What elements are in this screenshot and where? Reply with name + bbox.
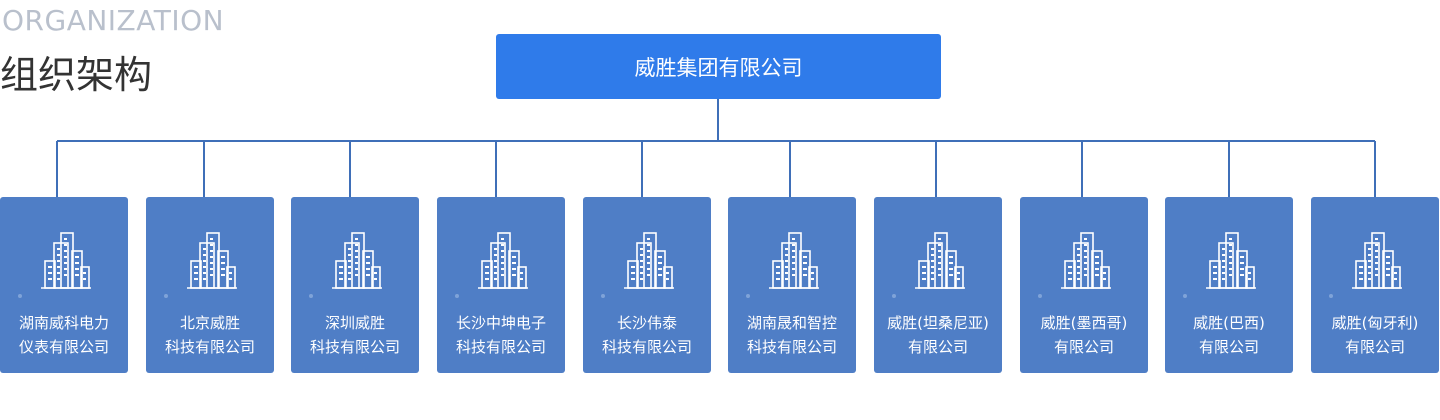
child-node-label: 深圳威胜科技有限公司 <box>291 311 419 359</box>
building-icon <box>1059 231 1113 291</box>
child-node-label-line1: 长沙伟泰 <box>616 314 677 332</box>
child-node-label: 湖南晟和智控科技有限公司 <box>728 311 856 359</box>
root-node[interactable]: 威胜集团有限公司 <box>496 34 941 99</box>
child-node[interactable]: 深圳威胜科技有限公司 <box>291 197 419 373</box>
decor-dot <box>601 294 605 298</box>
building-icon <box>476 231 530 291</box>
child-node[interactable]: 湖南晟和智控科技有限公司 <box>728 197 856 373</box>
child-node[interactable]: 湖南威科电力仪表有限公司 <box>0 197 128 373</box>
child-node-label: 湖南威科电力仪表有限公司 <box>0 311 128 359</box>
child-node[interactable]: 北京威胜科技有限公司 <box>146 197 274 373</box>
child-node-label: 威胜(匈牙利) 有限公司 <box>1311 311 1439 359</box>
building-icon <box>39 231 93 291</box>
child-node-label-line2: 科技有限公司 <box>164 338 255 356</box>
child-node-label-line1: 威胜(坦桑尼亚) <box>887 314 989 332</box>
child-node-label: 长沙中坤电子科技有限公司 <box>437 311 565 359</box>
child-node-label-line2: 科技有限公司 <box>309 338 400 356</box>
child-node-label-line2: 有限公司 <box>907 338 968 356</box>
child-node-label-line2: 仪表有限公司 <box>18 338 109 356</box>
decor-dot <box>164 294 168 298</box>
page-title: 组织架构 <box>0 53 153 97</box>
child-node-label-line1: 威胜(巴西) <box>1193 314 1265 332</box>
building-icon <box>767 231 821 291</box>
child-node-label-line2: 科技有限公司 <box>601 338 692 356</box>
child-node-label-line1: 长沙中坤电子 <box>455 314 546 332</box>
root-node-label: 威胜集团有限公司 <box>634 55 803 80</box>
child-node-label-line2: 有限公司 <box>1198 338 1259 356</box>
child-node-label-line2: 有限公司 <box>1344 338 1405 356</box>
child-node[interactable]: 威胜(巴西) 有限公司 <box>1165 197 1293 373</box>
child-node-label: 威胜(墨西哥) 有限公司 <box>1020 311 1148 359</box>
building-icon <box>913 231 967 291</box>
building-icon <box>185 231 239 291</box>
child-node-label: 威胜(坦桑尼亚) 有限公司 <box>874 311 1002 359</box>
child-node[interactable]: 威胜(墨西哥) 有限公司 <box>1020 197 1148 373</box>
decor-dot <box>309 294 313 298</box>
child-node-label-line1: 湖南威科电力 <box>18 314 109 332</box>
child-node-label-line1: 湖南晟和智控 <box>746 314 837 332</box>
child-node[interactable]: 威胜(匈牙利) 有限公司 <box>1311 197 1439 373</box>
child-node-label: 长沙伟泰科技有限公司 <box>583 311 711 359</box>
decor-dot <box>892 294 896 298</box>
child-node-label-line1: 北京威胜 <box>179 314 240 332</box>
decor-dot <box>1329 294 1333 298</box>
building-icon <box>330 231 384 291</box>
building-icon <box>1350 231 1404 291</box>
child-node-label-line1: 威胜(墨西哥) <box>1040 314 1128 332</box>
child-node-label-line2: 科技有限公司 <box>746 338 837 356</box>
decor-dot <box>1038 294 1042 298</box>
decor-dot <box>455 294 459 298</box>
building-icon <box>622 231 676 291</box>
child-node[interactable]: 威胜(坦桑尼亚) 有限公司 <box>874 197 1002 373</box>
child-node-label-line2: 有限公司 <box>1053 338 1114 356</box>
child-node-label-line2: 科技有限公司 <box>455 338 546 356</box>
section-subtitle: ORGANIZATION <box>2 4 225 37</box>
decor-dot <box>746 294 750 298</box>
building-icon <box>1204 231 1258 291</box>
child-node-label-line1: 深圳威胜 <box>324 314 385 332</box>
child-node-label: 威胜(巴西) 有限公司 <box>1165 311 1293 359</box>
child-node-label: 北京威胜科技有限公司 <box>146 311 274 359</box>
child-node[interactable]: 长沙伟泰科技有限公司 <box>583 197 711 373</box>
child-node-label-line1: 威胜(匈牙利) <box>1331 314 1419 332</box>
decor-dot <box>1183 294 1187 298</box>
child-node[interactable]: 长沙中坤电子科技有限公司 <box>437 197 565 373</box>
decor-dot <box>18 294 22 298</box>
